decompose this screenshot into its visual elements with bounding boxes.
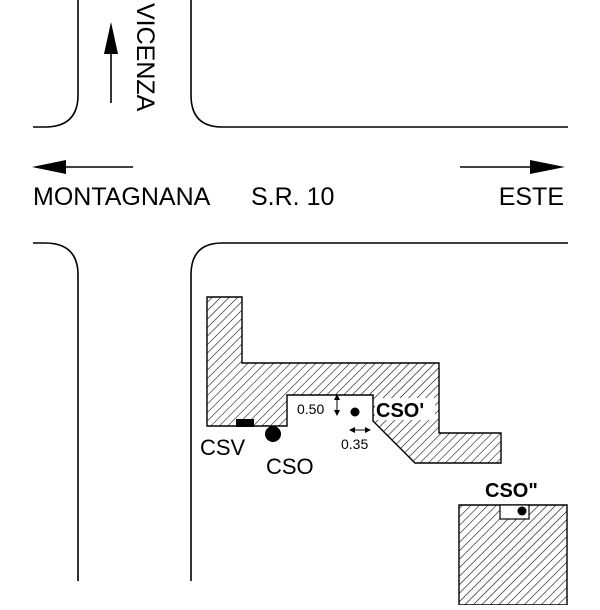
building-main: [206, 296, 502, 464]
road-label-route: S.R. 10: [251, 183, 334, 211]
csv-marker-icon: [236, 419, 254, 427]
dimension-label-vertical: 0.50: [297, 401, 324, 417]
label-cso: CSO: [266, 454, 314, 479]
label-cso-prime: CSO': [376, 400, 424, 422]
label-cso-double: CSO": [485, 480, 538, 502]
road-label-east: ESTE: [499, 183, 564, 211]
road-label-west: MONTAGNANA: [33, 183, 211, 211]
road-label-north: VICENZA: [131, 3, 159, 112]
arrow-north-icon: [104, 22, 118, 103]
building-southeast: [458, 504, 568, 606]
cso-double-marker-icon: [517, 506, 527, 516]
cso-prime-marker-icon: [350, 407, 360, 417]
label-csv: CSV: [200, 435, 246, 460]
arrow-east-icon: [460, 160, 565, 174]
dimension-vertical: [334, 394, 340, 416]
road-edge-se: [190, 242, 568, 581]
road-edge-nw: [33, 0, 79, 128]
dimension-label-horizontal: 0.35: [341, 436, 368, 452]
label-cso-prime-bg: [375, 398, 435, 420]
road-edge-ne: [190, 0, 568, 128]
road-edge-sw: [33, 242, 79, 581]
arrow-west-icon: [32, 160, 133, 174]
dimension-horizontal: [349, 427, 371, 433]
cso-marker-icon: [265, 426, 281, 442]
